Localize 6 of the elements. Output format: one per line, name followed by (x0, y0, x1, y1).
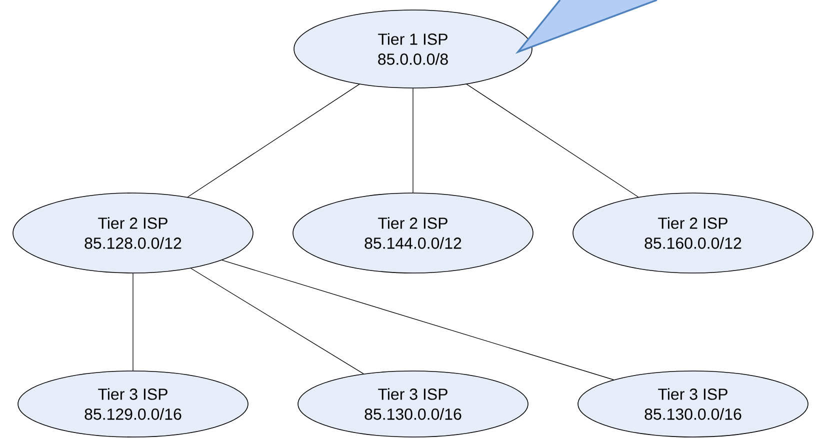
connector-line (132, 273, 134, 371)
connector-line (222, 260, 614, 380)
connector-line (412, 88, 414, 193)
connector-line (190, 268, 364, 374)
connector-line (187, 84, 360, 198)
connector-line (466, 84, 639, 198)
